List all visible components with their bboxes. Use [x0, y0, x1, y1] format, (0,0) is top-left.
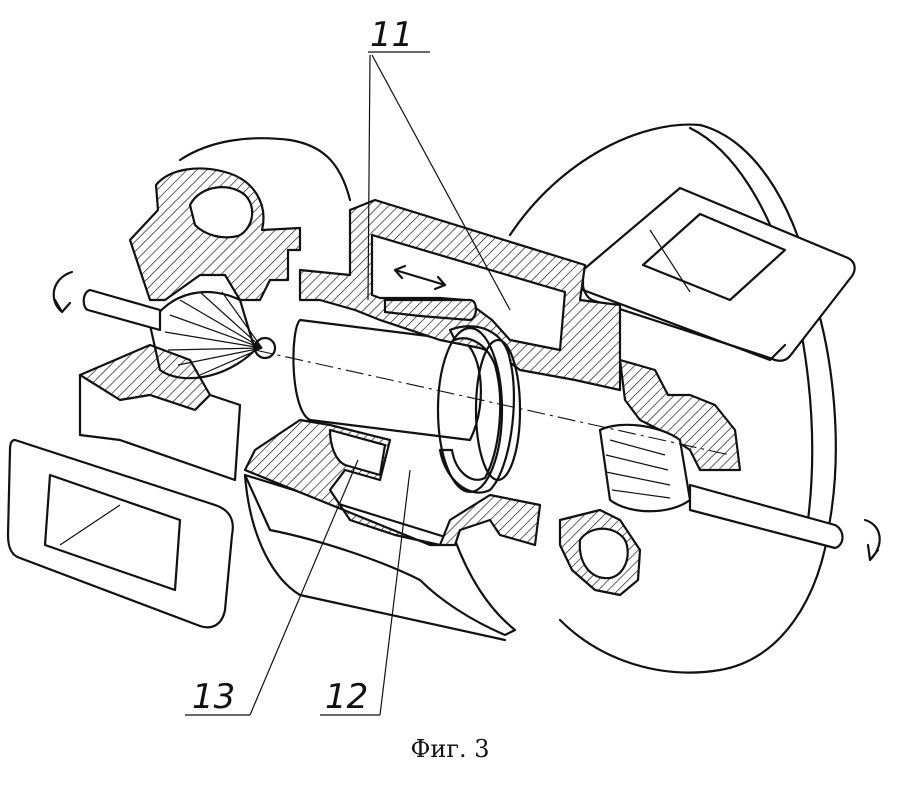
movement-arrow [393, 264, 447, 291]
callout-13-leader-diag [249, 459, 359, 716]
bearing-housing-base [243, 473, 507, 642]
bearing-housing-lower [243, 473, 517, 637]
turbine-volute-outline [508, 123, 837, 674]
bearing-housing-lower-section [243, 418, 542, 547]
right-flange-window [641, 212, 787, 302]
callout-11: 11 [370, 15, 413, 55]
callout-13: 13 [192, 677, 235, 717]
lower-groove [328, 428, 387, 477]
compressor-volute-outline [178, 137, 352, 202]
turbine-section [618, 358, 742, 472]
nozzle-ring-face [436, 326, 504, 494]
right-flange [580, 186, 856, 362]
callout-12: 12 [325, 677, 368, 717]
sliding-ring [383, 298, 478, 322]
nozzle-ring-edge [474, 338, 522, 482]
compressor-backwall [78, 373, 242, 482]
callout-12-leader-diag [379, 469, 411, 716]
shaft [82, 288, 844, 550]
left-flange-window [43, 473, 182, 592]
right-flange-line [649, 229, 691, 293]
right-rotation-arrow [863, 518, 881, 562]
turbine-wheel [598, 423, 692, 513]
left-flange-line [59, 504, 121, 546]
rotor-body [292, 318, 482, 442]
left-rotation-arrow [52, 270, 74, 314]
callout-11-leader [367, 51, 511, 311]
figure-caption: Фиг. 3 [410, 735, 490, 763]
center-axis [254, 349, 731, 456]
compressor-volute-cavity [188, 186, 254, 239]
actuator-chamber [370, 233, 567, 352]
turbine-volute-cavity [578, 527, 629, 580]
nozzle-ring [438, 325, 516, 494]
